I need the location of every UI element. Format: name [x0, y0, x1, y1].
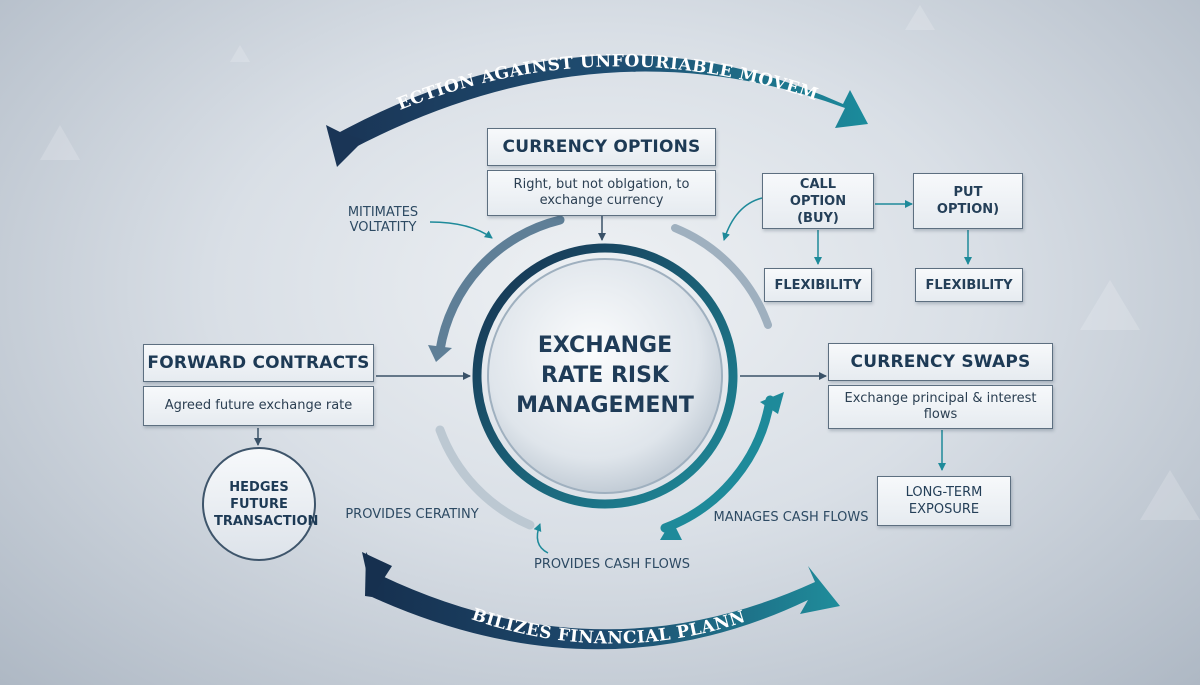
currency-options-title: CURRENCY OPTIONS	[487, 128, 716, 166]
mitigates-label: MITIMATES VOLTATITY	[347, 205, 419, 235]
connector-call-hub	[722, 197, 763, 241]
forward-contracts-desc: Agreed future exchange rate	[143, 386, 374, 426]
call-flexibility-box: FLEXIBILITY	[764, 268, 872, 302]
arc-upper-right	[671, 224, 772, 329]
put-flexibility-box: FLEXIBILITY	[915, 268, 1023, 302]
background-decor	[40, 5, 1200, 520]
provides-cash-flows-label: PROVIDES CASH FLOWS	[534, 557, 690, 572]
top-arc-arrow	[340, 55, 868, 150]
currency-swaps-desc: Exchange principal & interest flows	[828, 385, 1053, 429]
arc-upper-left	[435, 215, 565, 355]
forward-contracts-title: FORWARD CONTRACTS	[143, 344, 374, 382]
hub-ring	[472, 243, 738, 509]
hedges-label: HEDGES FUTURE TRANSACTION	[214, 479, 319, 529]
connector-cashflows	[533, 523, 549, 554]
currency-swaps-title: CURRENCY SWAPS	[828, 343, 1053, 381]
arc-lower-left	[435, 425, 535, 530]
manages-cash-flows-label: MANAGES CASH FLOWS	[713, 510, 869, 525]
connector-mitigates	[429, 221, 493, 239]
provides-certainty-label: PROVIDES CERATINY	[345, 507, 479, 522]
hub-center: EXCHANGE RATE RISK MANAGEMENT	[486, 257, 724, 495]
top-arc-label: PROTECTION AGAINST UNFOURIABLE MOVEMENTS	[0, 0, 821, 115]
call-option-box: CALL OPTION (BUY)	[762, 173, 874, 229]
arc-lower-right	[660, 395, 775, 533]
hub-label: EXCHANGE RATE RISK MANAGEMENT	[516, 333, 694, 418]
bottom-arc-arrow	[372, 566, 840, 650]
put-option-box: PUT OPTION)	[913, 173, 1023, 229]
hedges-circle: HEDGES FUTURE TRANSACTION	[202, 447, 319, 561]
long-term-exposure-box: LONG-TERM EXPOSURE	[877, 476, 1011, 526]
currency-options-desc: Right, but not oblgation, to exchange cu…	[487, 170, 716, 216]
